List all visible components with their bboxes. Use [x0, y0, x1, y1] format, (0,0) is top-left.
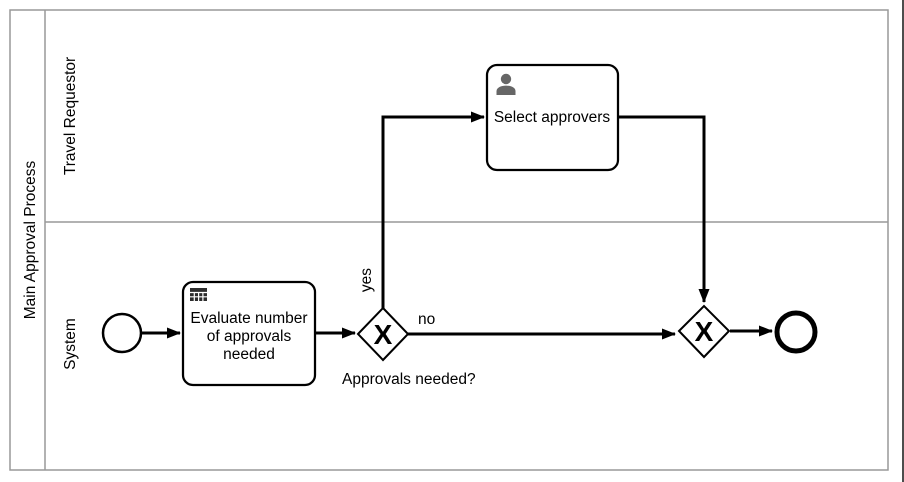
canvas-right-edge [902, 0, 904, 482]
task-evaluate-border [181, 280, 317, 387]
gateway-split-label: Approvals needed? [342, 371, 476, 388]
start-event[interactable] [101, 312, 143, 354]
flow-select-approvers-to-merge[interactable] [618, 115, 710, 303]
user-icon [496, 73, 516, 95]
pool-label: Main Approval Process [22, 160, 39, 319]
lane-label-travel-requestor: Travel Requestor [62, 57, 79, 175]
flow-label-no: no [418, 311, 435, 328]
lane-label-system: System [62, 318, 79, 370]
task-evaluate-label-line2: of approvals [207, 328, 292, 345]
sequence-flows [142, 111, 773, 340]
business-rule-table-icon [190, 288, 207, 301]
gateway-merge-x-marker: X [695, 316, 714, 347]
gateway-split-x-marker: X [374, 319, 393, 350]
pool-main-approval-process[interactable]: Main Approval Process Travel Requestor S… [9, 9, 889, 471]
task-evaluate-label-line3: needed [223, 346, 275, 363]
task-select-label: Select approvers [494, 109, 611, 126]
task-select-border [485, 63, 620, 172]
gateway-merge-diamond [677, 304, 731, 359]
gateway-split-diamond [356, 306, 410, 362]
flow-yes-to-select-approvers[interactable] [381, 111, 485, 308]
pool-border [9, 9, 889, 471]
task-evaluate-approvals[interactable]: Evaluate number of approvals needed [181, 280, 317, 387]
task-evaluate-label-line1: Evaluate number [190, 310, 307, 327]
end-event[interactable] [774, 310, 818, 354]
task-select-approvers[interactable]: Select approvers [485, 63, 620, 172]
gateway-approvals-needed[interactable]: X [356, 306, 410, 362]
flow-label-yes: yes [358, 268, 375, 292]
gateway-merge[interactable]: X [677, 304, 731, 359]
